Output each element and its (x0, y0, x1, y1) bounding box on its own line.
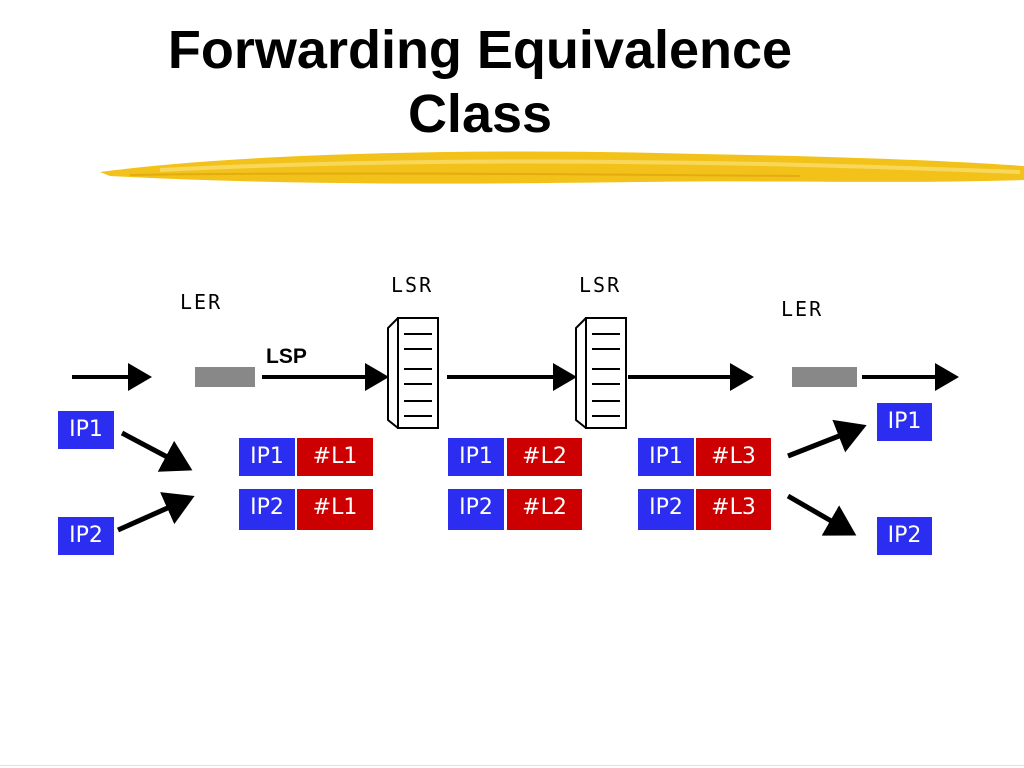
input-arrow-ip1 (120, 430, 193, 472)
table-1-row-1-label: #L1 (297, 438, 373, 476)
ler-right-node (792, 367, 857, 387)
ler-left-node (195, 367, 255, 387)
lsr-router-1-icon (387, 317, 439, 429)
lsp-label: LSP (266, 345, 307, 368)
slide-bottom-divider (0, 765, 1024, 766)
output-packet-ip1: IP1 (877, 403, 932, 441)
table-3-row-2-ip: IP2 (638, 489, 694, 530)
output-arrow-ip1 (787, 419, 867, 459)
table-3-row-2-label: #L3 (696, 489, 771, 530)
input-packet-ip2: IP2 (58, 517, 114, 555)
lsr-2-label: LSR (579, 273, 622, 297)
lsr-1-label: LSR (391, 273, 434, 297)
table-1-row-2-ip: IP2 (239, 489, 295, 530)
table-1-row-1-ip: IP1 (239, 438, 295, 476)
lsr-router-2-icon (575, 317, 627, 429)
input-packet-ip1: IP1 (58, 411, 114, 449)
table-2-row-2-ip: IP2 (448, 489, 504, 530)
output-packet-ip2: IP2 (877, 517, 932, 555)
title-underline-brushstroke (100, 151, 1024, 184)
table-2-row-1-label: #L2 (507, 438, 582, 476)
title-line-1: Forwarding Equivalence (167, 20, 793, 80)
table-3-row-1-label: #L3 (696, 438, 771, 476)
title-line-2: Class (407, 84, 553, 144)
table-2-row-1-ip: IP1 (448, 438, 504, 476)
input-arrow-ip2 (116, 492, 195, 533)
table-2-row-2-label: #L2 (507, 489, 582, 530)
table-1-row-2-label: #L1 (297, 489, 373, 530)
table-3-row-1-ip: IP1 (638, 438, 694, 476)
slide-title: Forwarding Equivalence Class (60, 18, 900, 146)
ler-left-label: LER (180, 290, 223, 314)
output-arrow-ip2 (786, 493, 857, 536)
ler-right-label: LER (781, 297, 824, 321)
